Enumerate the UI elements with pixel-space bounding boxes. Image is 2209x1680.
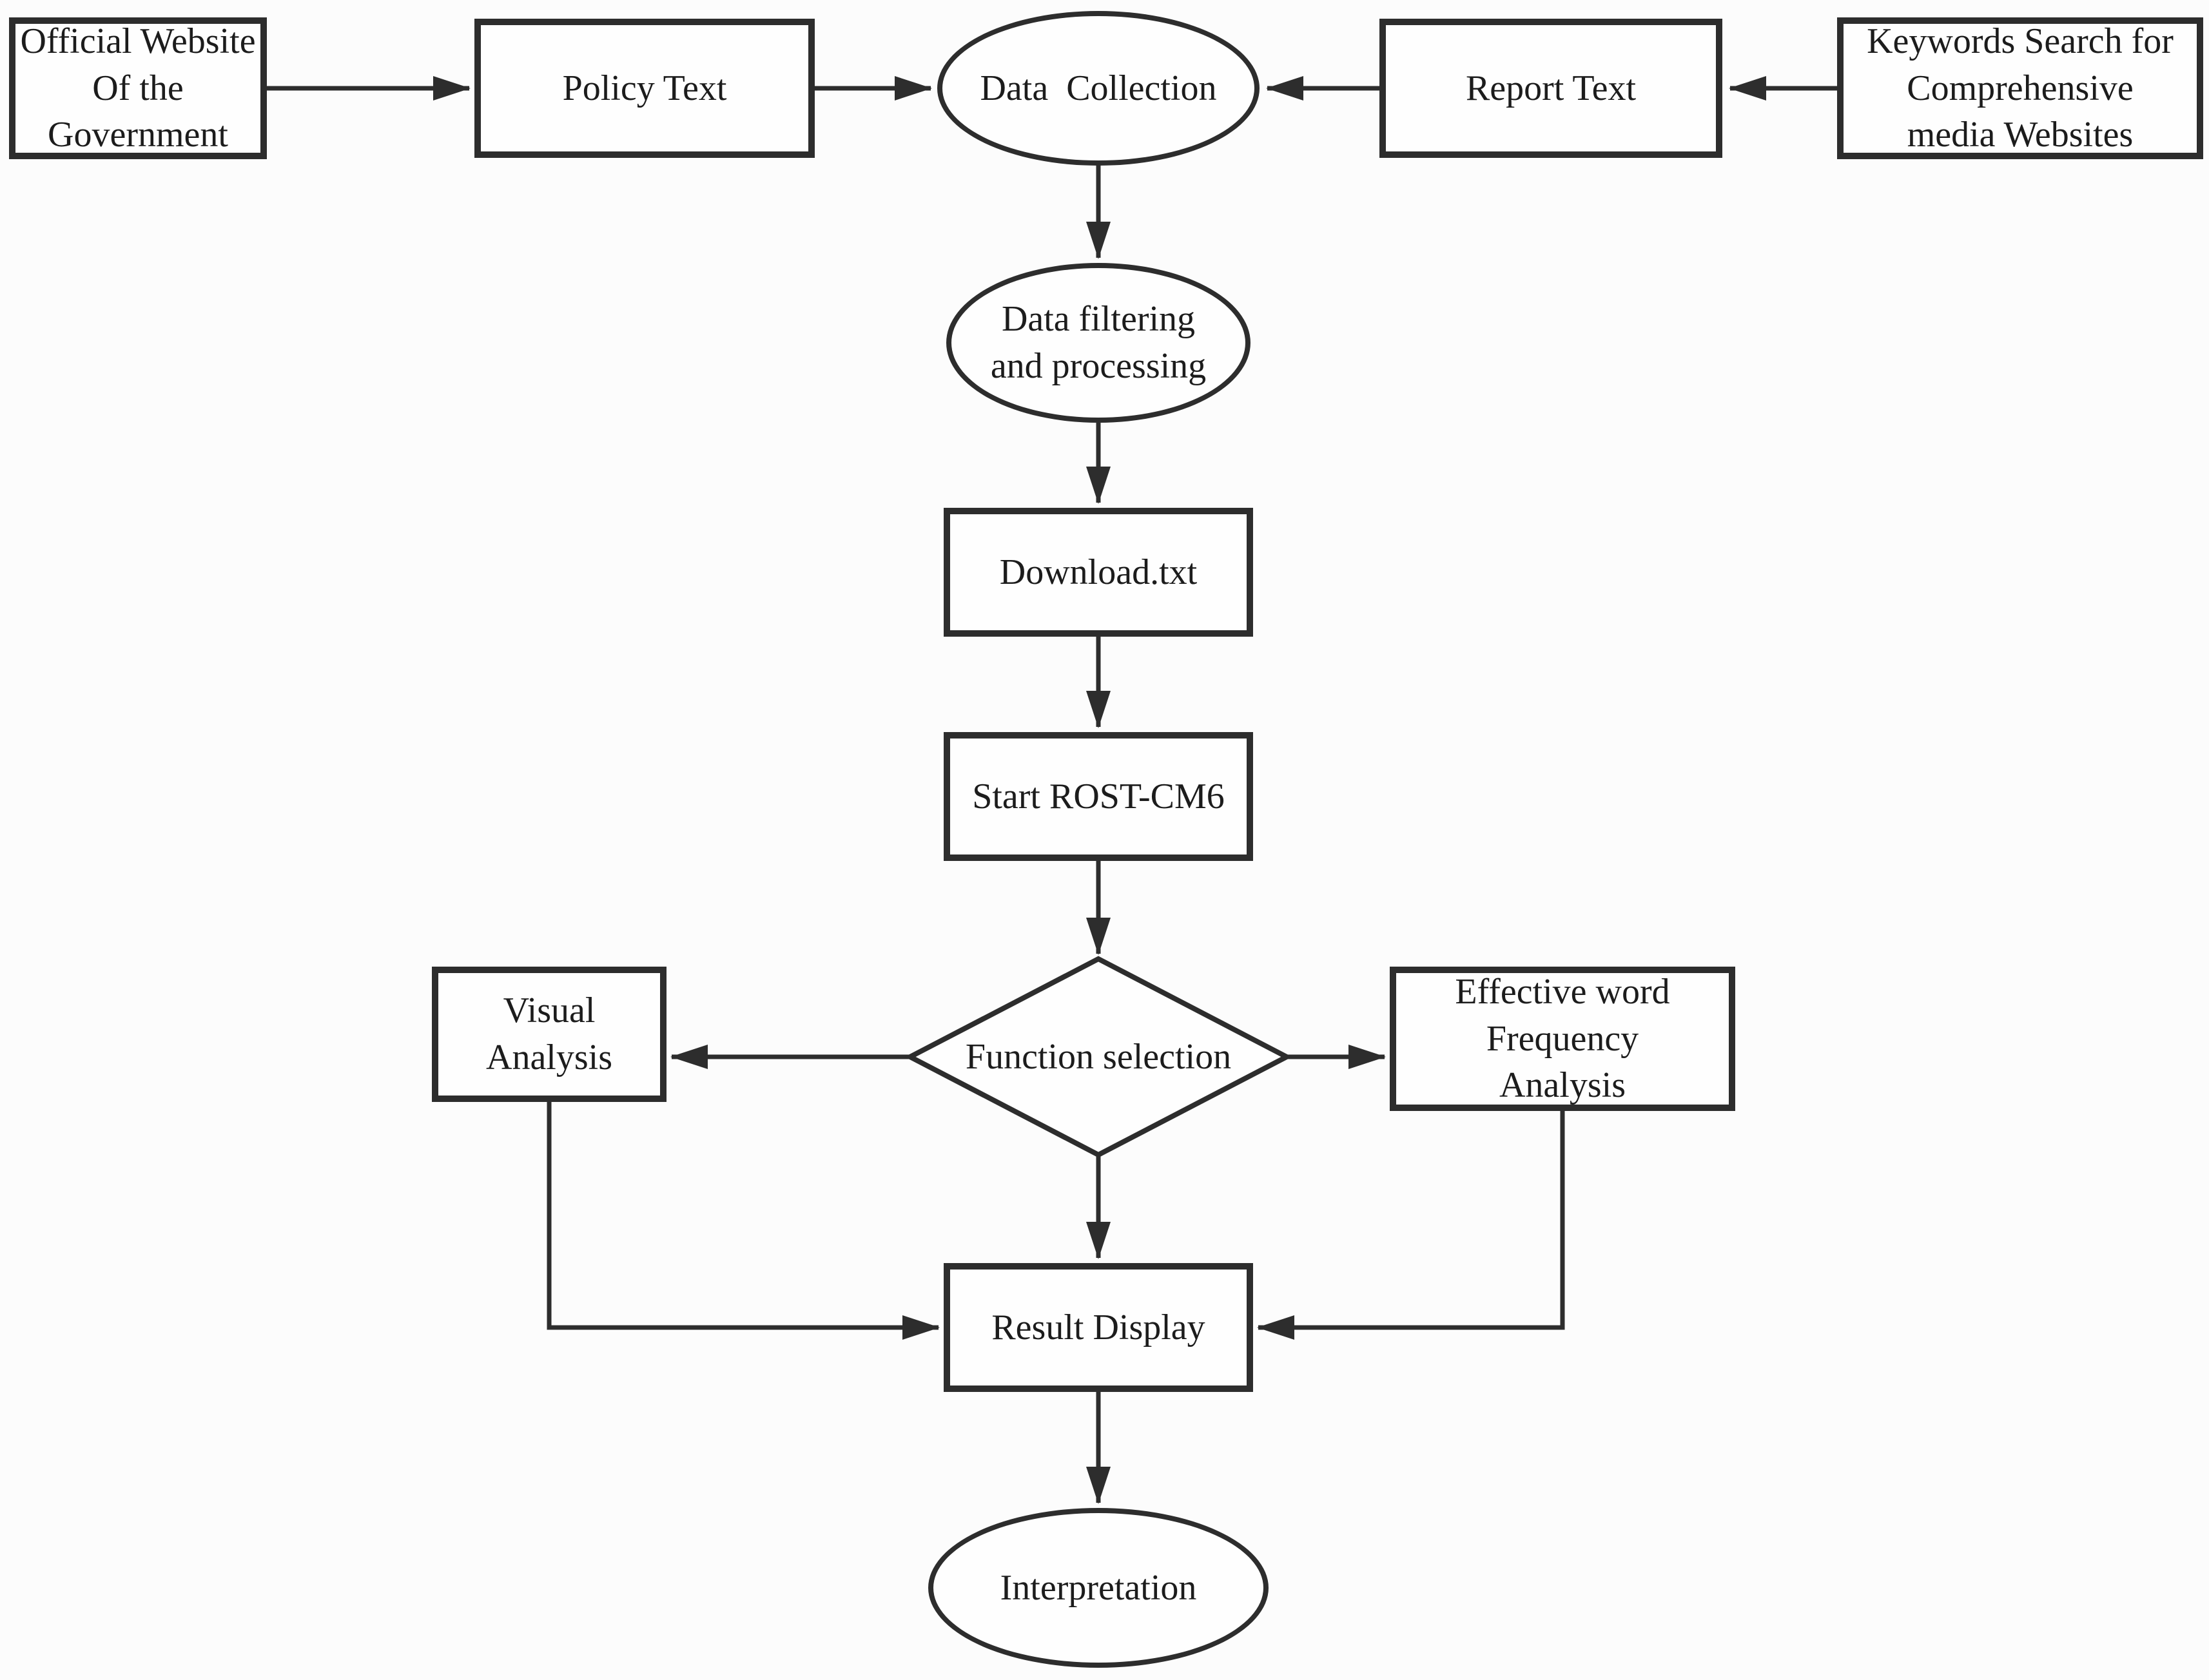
node-report-text: Report Text [1379, 19, 1722, 158]
node-visual-analysis: Visual Analysis [432, 967, 667, 1102]
node-function-selection-label: Function selection [965, 1036, 1232, 1077]
node-result-display: Result Display [944, 1263, 1253, 1392]
node-official-website-label: Official Website Of the Government [20, 21, 256, 155]
node-visual-analysis-label: Visual Analysis [486, 990, 612, 1077]
node-result-display-label: Result Display [991, 1307, 1205, 1347]
node-keywords-search: Keywords Search for Comprehensive media … [1837, 17, 2203, 159]
edge-effective-word-to-result-display [1257, 1111, 1565, 1340]
node-data-collection: Data Collection [937, 11, 1260, 166]
node-interpretation-label: Interpretation [1000, 1567, 1197, 1608]
node-start-rost: Start ROST-CM6 [944, 732, 1253, 861]
node-official-website: Official Website Of the Government [9, 17, 267, 159]
edge-visual-analysis-to-result-display [547, 1102, 940, 1340]
node-data-collection-label: Data Collection [980, 68, 1217, 108]
node-download-txt: Download.txt [944, 508, 1253, 637]
node-policy-text-label: Policy Text [562, 68, 727, 108]
node-report-text-label: Report Text [1465, 68, 1637, 108]
node-policy-text: Policy Text [474, 19, 815, 158]
node-keywords-search-label: Keywords Search for Comprehensive media … [1867, 21, 2174, 155]
node-interpretation: Interpretation [928, 1508, 1269, 1668]
node-download-txt-label: Download.txt [999, 552, 1198, 592]
node-data-filtering-label: Data filtering and processing [990, 299, 1207, 386]
node-effective-word: Effective word Frequency Analysis [1390, 967, 1735, 1111]
node-start-rost-label: Start ROST-CM6 [972, 776, 1225, 816]
node-effective-word-label: Effective word Frequency Analysis [1455, 971, 1670, 1106]
node-data-filtering: Data filtering and processing [946, 263, 1250, 423]
node-function-selection: Function selection [905, 1028, 1292, 1085]
